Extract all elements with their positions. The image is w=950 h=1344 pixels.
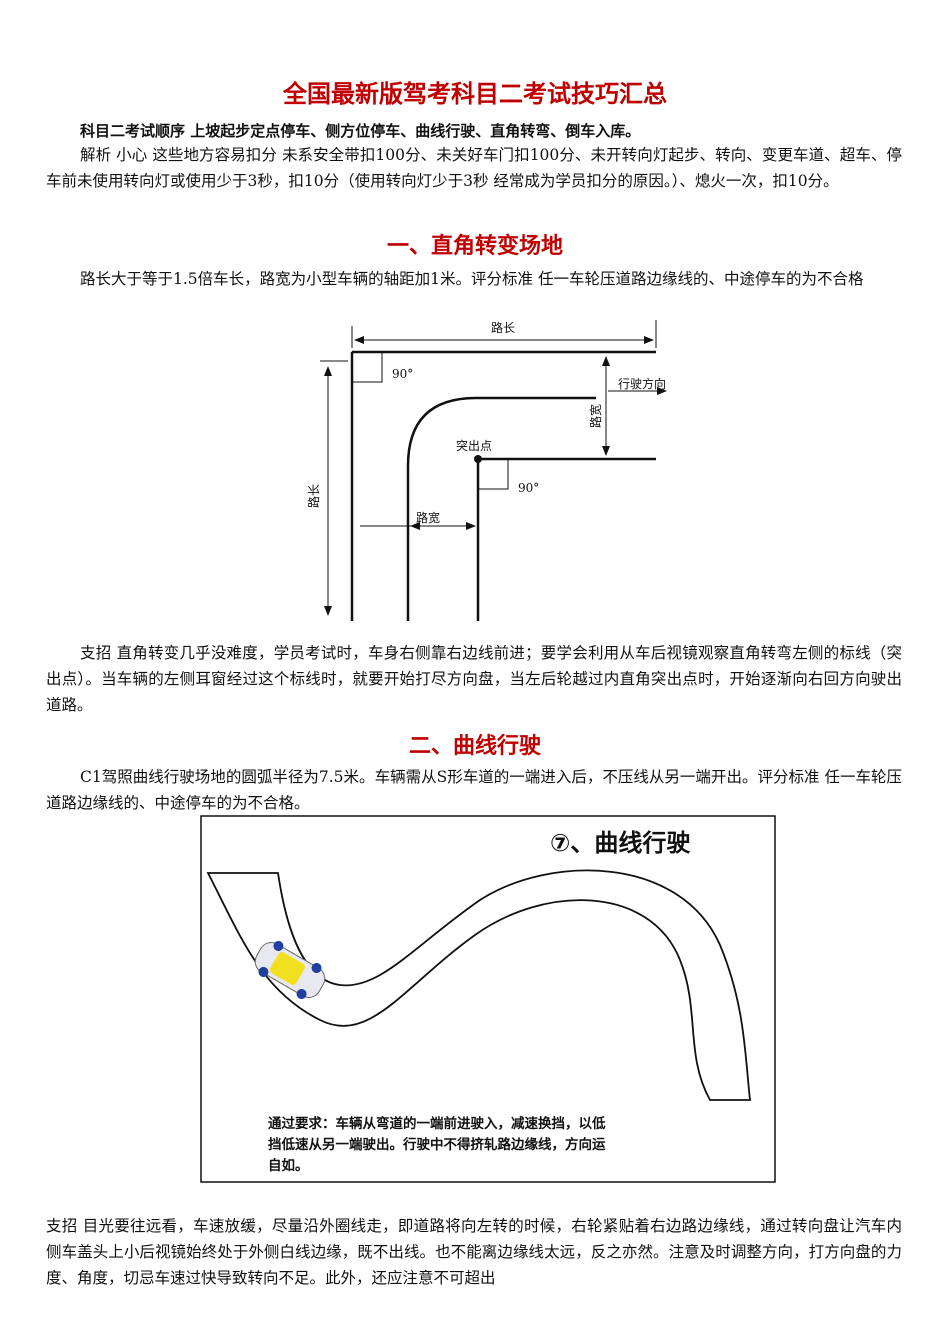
section2-tip: 支招 目光要往远看，车速放缓，尽量沿外圈线走，即道路将向左转的时候，右轮紧贴着右… (46, 1217, 902, 1287)
top-length-label: 路长 (491, 320, 515, 335)
section1-description: 路长大于等于1.5倍车长，路宽为小型车辆的轴距加1米。评分标准 任一车轮压道路边… (80, 270, 864, 288)
curve-figure-title: ⑦、曲线行驶 (550, 829, 690, 857)
angle-label-1: 90° (392, 367, 413, 381)
exam-order-text: 科目二考试顺序 上坡起步定点停车、侧方位停车、曲线行驶、直角转弯、倒车入库。 (80, 122, 641, 140)
section2-description: C1驾照曲线行驶场地的圆弧半径为7.5米。车辆需从S形车道的一端进入后，不压线从… (46, 768, 902, 812)
car-icon (254, 941, 326, 999)
protrusion-point-label: 突出点 (456, 438, 492, 453)
section1-heading: 一、直角转变场地 (386, 234, 563, 259)
requirement-line-1: 通过要求：车辆从弯道的一端前进驶入，减速换挡，以低 (268, 1115, 606, 1132)
angle-label-2: 90° (518, 481, 539, 495)
direction-label: 行驶方向 (618, 376, 666, 391)
right-angle-turn-diagram: 路长 90° 90° 突出点 行驶方向 路宽 路长 路宽 (306, 320, 667, 621)
requirement-line-2: 挡低速从另一端驶出。行驶中不得挤轧路边缘线，方向运 (268, 1136, 606, 1153)
section2-heading: 二、曲线行驶 (408, 734, 541, 759)
document-title: 全国最新版驾考科目二考试技巧汇总 (283, 80, 667, 108)
section1-tip: 支招 直角转变几乎没难度，学员考试时，车身右侧靠右边线前进；要学会利用从车后视镜… (46, 644, 902, 714)
right-width-label: 路宽 (588, 404, 603, 428)
s-curve-diagram: ⑦、曲线行驶 通过要求：车辆从弯道的一端前进驶入，减速换挡，以低 挡低速从另一端… (200, 815, 776, 1183)
bottom-width-label: 路宽 (416, 510, 440, 525)
left-length-label: 路长 (306, 484, 321, 508)
analysis-text: 解析 小心 这些地方容易扣分 未系安全带扣100分、未关好车门扣100分、未开转… (46, 146, 902, 190)
requirement-line-3: 自如。 (268, 1157, 309, 1174)
